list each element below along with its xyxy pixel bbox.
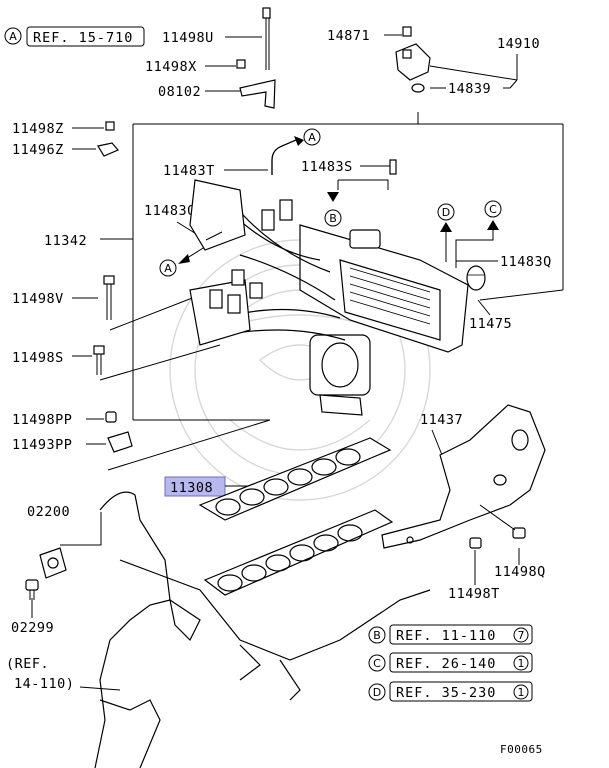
svg-text:7: 7 xyxy=(518,629,525,642)
label-14910[interactable]: 14910 xyxy=(497,36,540,52)
label-02299[interactable]: 02299 xyxy=(11,620,54,636)
svg-text:B: B xyxy=(329,212,337,225)
plug-02200[interactable] xyxy=(39,547,67,579)
svg-text:C: C xyxy=(489,203,497,216)
bolt-02299[interactable] xyxy=(25,579,39,600)
svg-text:REF. 11-110: REF. 11-110 xyxy=(396,628,496,644)
label-11498S[interactable]: 11498S xyxy=(12,350,64,366)
sensor-14910[interactable] xyxy=(395,43,431,81)
arrow-c: C xyxy=(455,200,502,262)
svg-text:1: 1 xyxy=(518,657,525,670)
label-11498PP[interactable]: 11498PP xyxy=(12,412,72,428)
label-11475[interactable]: 11475 xyxy=(469,316,512,332)
clip-11493PP[interactable] xyxy=(107,431,133,453)
ref-a-callout[interactable]: A REF. 15-710 xyxy=(4,26,145,47)
ref-a-circle xyxy=(4,27,22,45)
bracket-08102[interactable] xyxy=(239,79,276,109)
bolt-11498Z[interactable] xyxy=(105,121,115,131)
label-14839[interactable]: 14839 xyxy=(448,81,491,97)
label-02200[interactable]: 02200 xyxy=(27,504,70,520)
ref-c-callout[interactable]: C REF. 26-140 1 xyxy=(368,652,533,673)
figure-code: F00065 xyxy=(500,743,543,756)
label-11498Q[interactable]: 11498Q xyxy=(494,564,546,580)
bracket-11437[interactable] xyxy=(381,404,546,549)
bolt-11498Q[interactable] xyxy=(479,504,526,539)
fitting-11483S[interactable] xyxy=(389,159,397,175)
ref-b-callout[interactable]: B REF. 11-110 7 xyxy=(368,624,533,645)
ref-d-callout[interactable]: D REF. 35-230 1 xyxy=(368,681,533,702)
ref-14-110-line2: 14-110) xyxy=(14,676,74,692)
bolt-11498T[interactable] xyxy=(469,537,482,549)
arrow-a-left: A xyxy=(159,244,209,277)
label-11342[interactable]: 11342 xyxy=(44,233,87,249)
label-11437[interactable]: 11437 xyxy=(420,412,463,428)
label-11483T[interactable]: 11483T xyxy=(163,163,215,179)
engine-block-outline xyxy=(94,491,431,768)
bolt-14871[interactable] xyxy=(402,26,412,37)
svg-text:D: D xyxy=(442,206,450,219)
arrow-a-top: A xyxy=(294,128,321,146)
svg-text:A: A xyxy=(164,262,172,275)
label-11493PP[interactable]: 11493PP xyxy=(12,437,72,453)
hose-11483T[interactable] xyxy=(271,139,297,175)
svg-text:C: C xyxy=(373,657,381,670)
svg-text:B: B xyxy=(373,629,381,642)
ref-14-110-callout[interactable]: (REF. 14-110) xyxy=(6,656,74,692)
label-14871[interactable]: 14871 xyxy=(327,28,370,44)
arrow-b: B xyxy=(324,192,342,227)
arrow-d: D xyxy=(437,203,455,262)
svg-text:A: A xyxy=(308,131,316,144)
label-11498X[interactable]: 11498X xyxy=(145,59,197,75)
intake-manifold-11342[interactable] xyxy=(189,179,469,416)
bolt-11498V[interactable] xyxy=(103,275,115,320)
label-11498V[interactable]: 11498V xyxy=(12,291,64,307)
bolt-11498PP[interactable] xyxy=(105,411,117,423)
bolt-11498X[interactable] xyxy=(236,59,246,69)
bolt-11498S[interactable] xyxy=(93,345,105,375)
ref-14-110-line1: (REF. xyxy=(6,656,49,672)
ref-a-letter: A xyxy=(9,30,17,43)
svg-text:D: D xyxy=(373,686,381,699)
svg-text:REF. 35-230: REF. 35-230 xyxy=(396,685,496,701)
label-11483Q-left[interactable]: 11483Q xyxy=(144,203,196,219)
clip-11496Z[interactable] xyxy=(97,142,119,157)
label-11308-highlight[interactable]: 11308 xyxy=(164,476,226,497)
label-11498T[interactable]: 11498T xyxy=(448,586,500,602)
label-11483Q-right[interactable]: 11483Q xyxy=(500,254,552,270)
label-11498Z[interactable]: 11498Z xyxy=(12,121,64,137)
fitting-11483Q-left[interactable] xyxy=(205,231,223,241)
svg-text:REF. 26-140: REF. 26-140 xyxy=(396,656,496,672)
label-08102[interactable]: 08102 xyxy=(158,84,201,100)
ref-a-text: REF. 15-710 xyxy=(33,30,133,46)
label-11498U[interactable]: 11498U xyxy=(162,30,214,46)
o-ring-14839[interactable] xyxy=(411,83,425,93)
label-11496Z[interactable]: 11496Z xyxy=(12,142,64,158)
gasket-11308[interactable] xyxy=(198,437,392,521)
bolt-11498U[interactable] xyxy=(262,7,271,70)
label-11308: 11308 xyxy=(170,480,213,496)
cap-11475[interactable] xyxy=(466,265,486,291)
leader-lines xyxy=(31,34,564,691)
plenum-ribs xyxy=(349,267,431,325)
label-11483S[interactable]: 11483S xyxy=(301,159,353,175)
svg-text:1: 1 xyxy=(518,686,525,699)
gasket-lower xyxy=(203,509,394,596)
ref-a-box xyxy=(26,26,145,47)
